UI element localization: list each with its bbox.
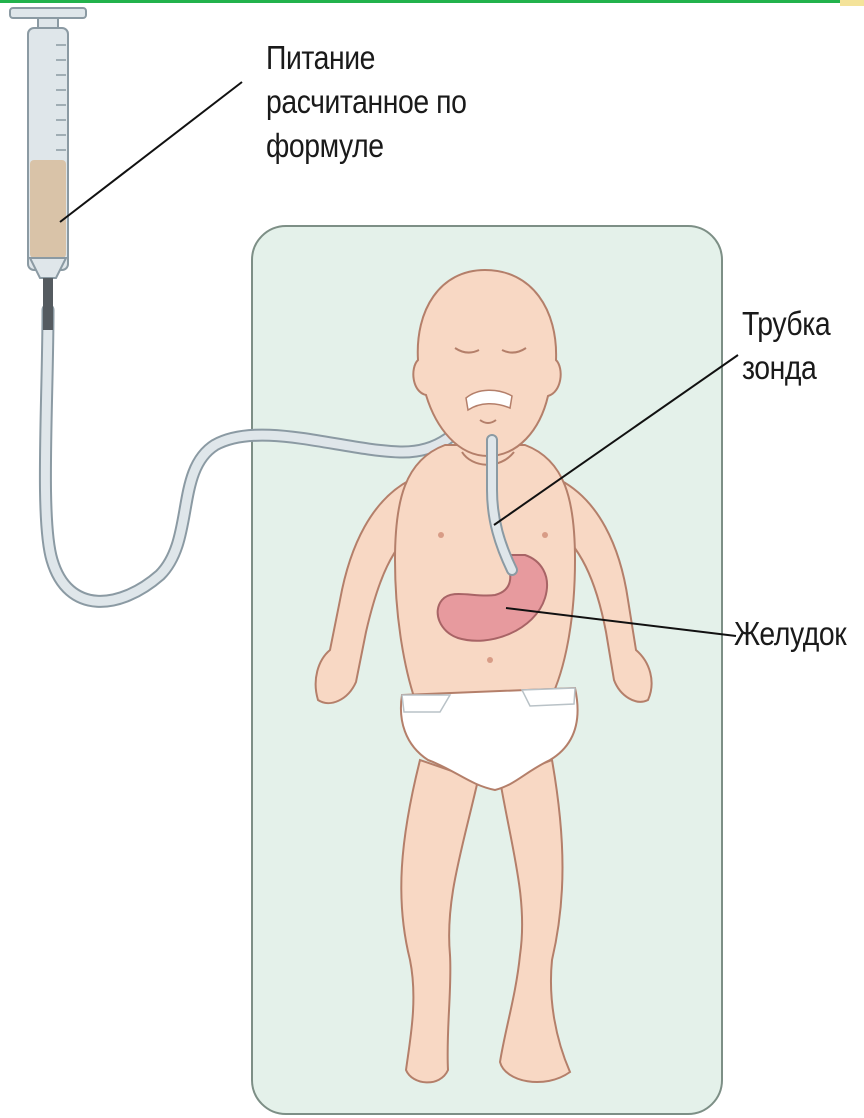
tube-label-line-2: зонда <box>742 346 830 390</box>
stomach-label-text: Желудок <box>734 612 846 656</box>
tube-label: Трубка зонда <box>742 302 830 390</box>
formula-label: Питание расчитанное по формуле <box>266 36 466 168</box>
formula-in-syringe <box>30 160 66 258</box>
syringe <box>10 8 86 330</box>
formula-label-line-3: формуле <box>266 124 466 168</box>
formula-label-line-1: Питание <box>266 36 466 80</box>
stomach-label: Желудок <box>734 612 846 656</box>
tube-label-line-1: Трубка <box>742 302 830 346</box>
formula-label-line-2: расчитанное по <box>266 80 466 124</box>
formula-leader-line <box>60 82 242 222</box>
